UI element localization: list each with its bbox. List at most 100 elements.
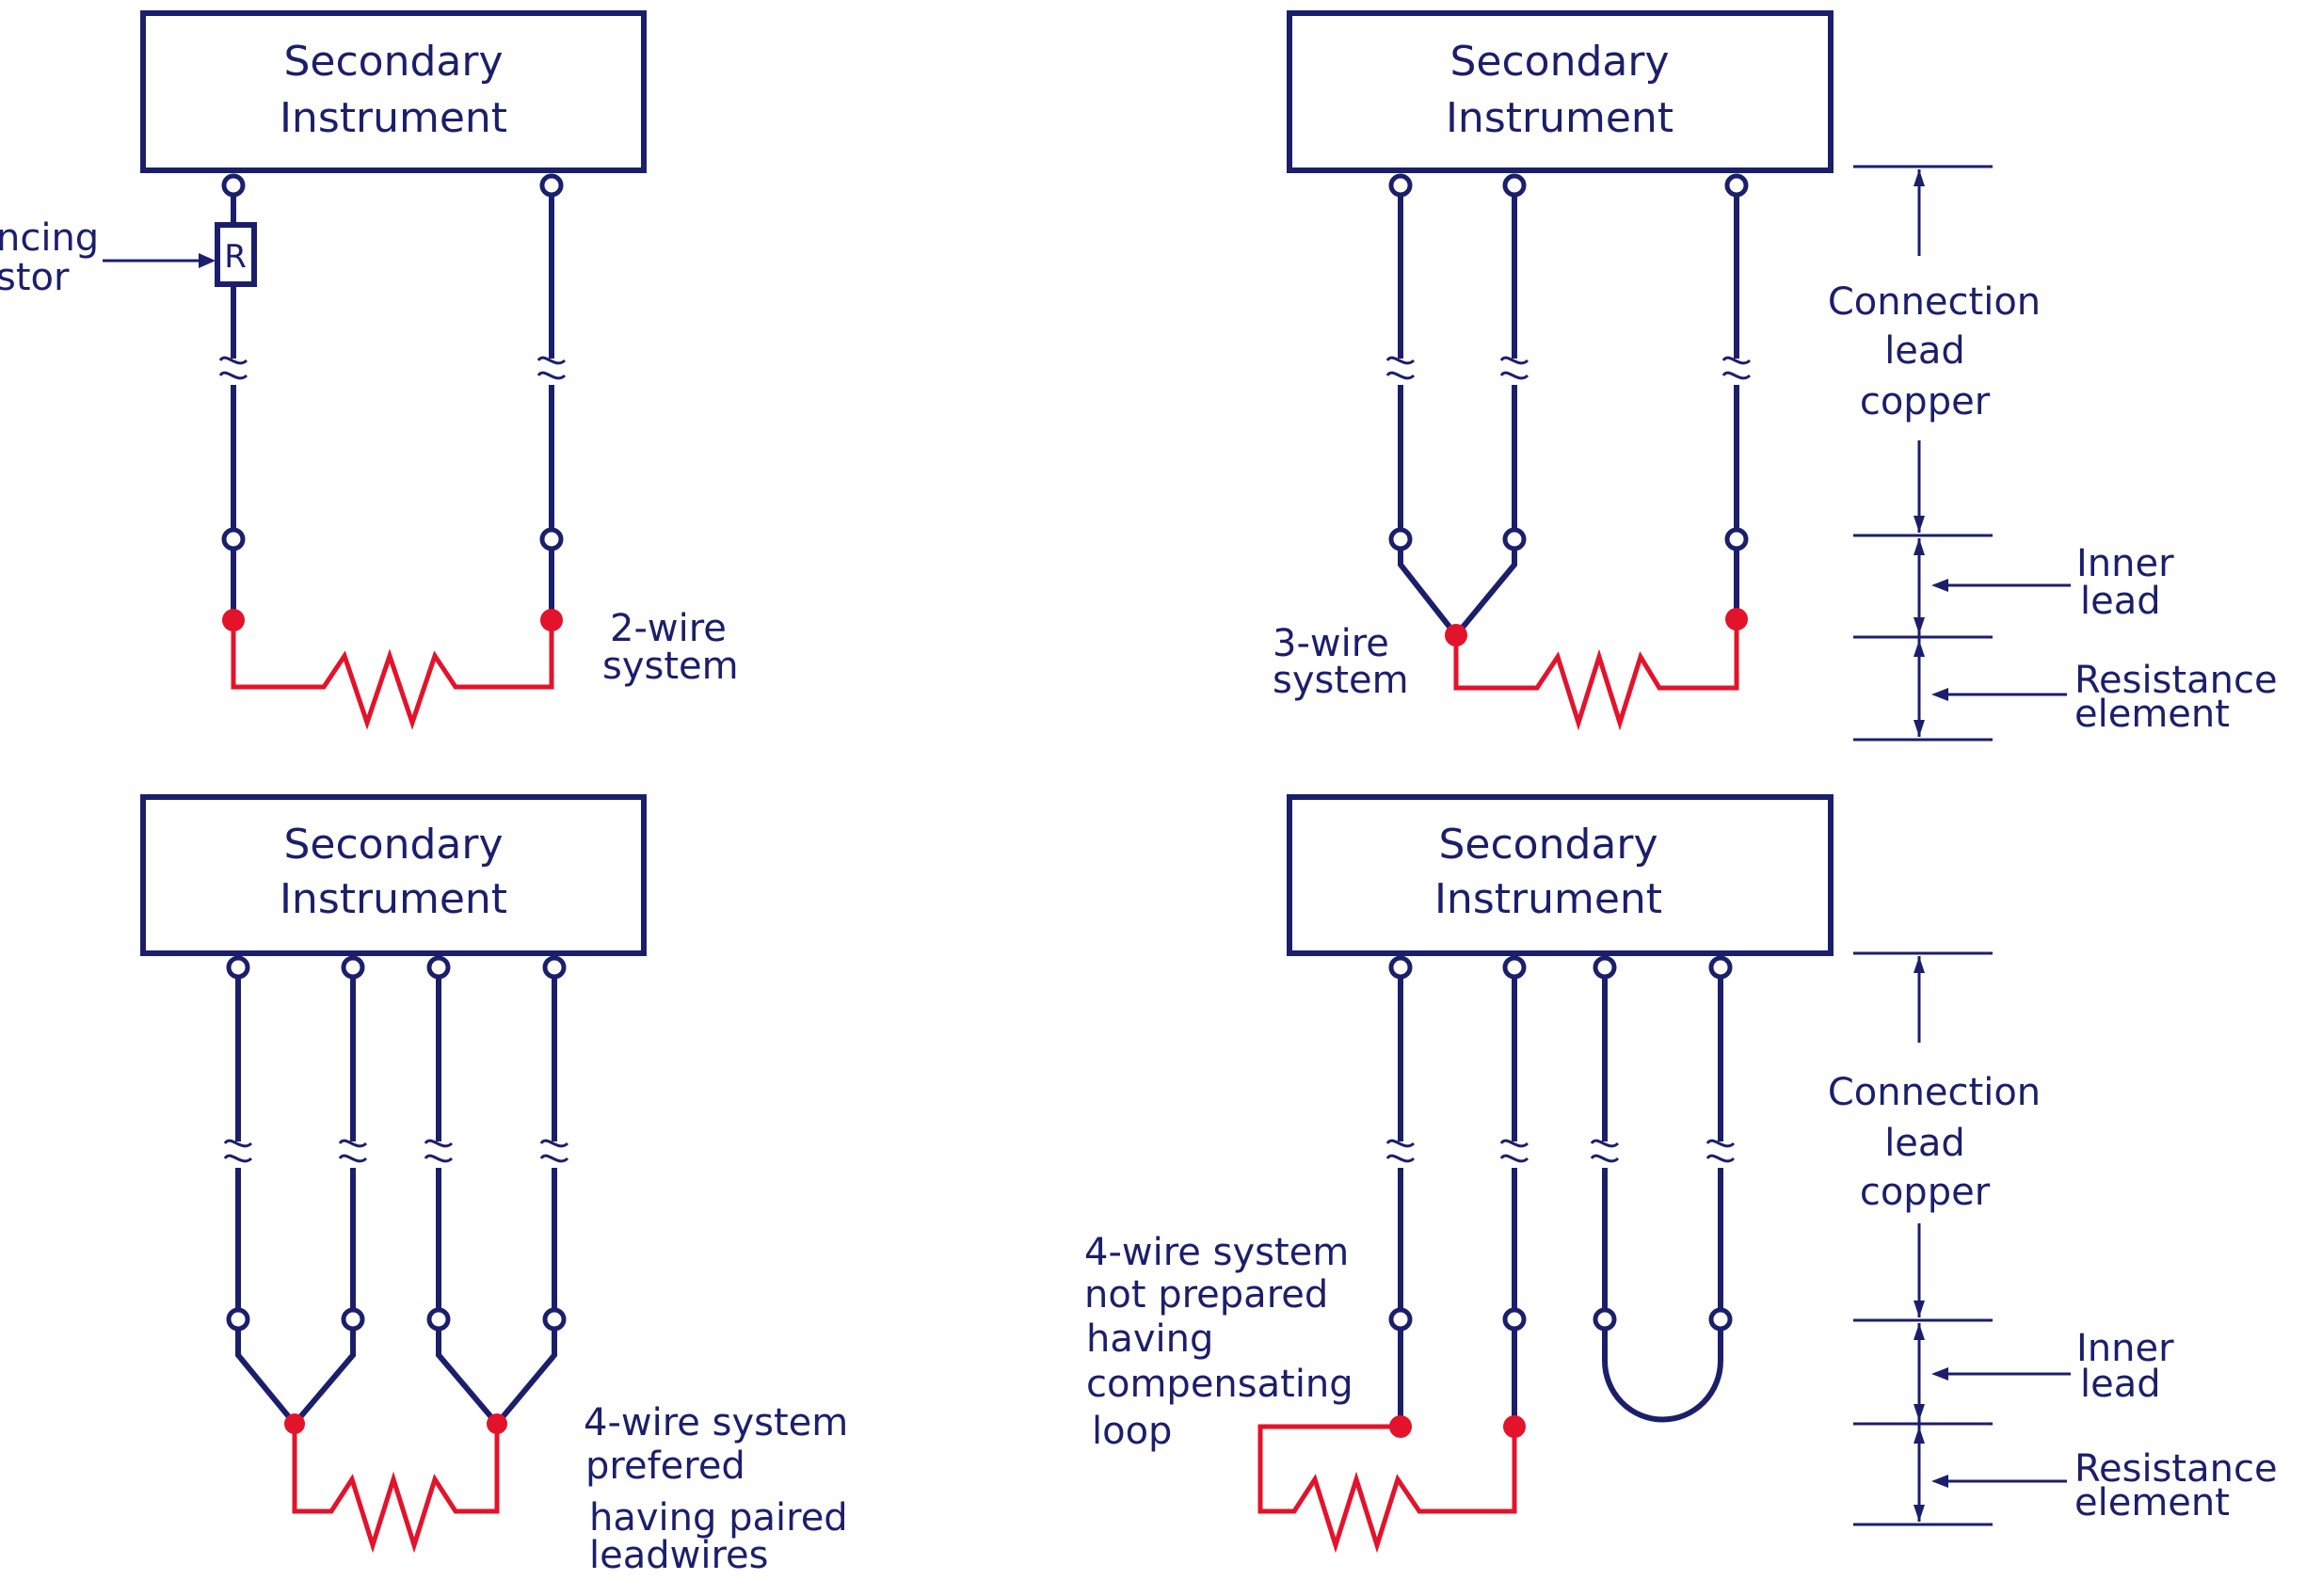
caption-line: loop (1092, 1410, 1172, 1453)
balancing-resistor-symbol: R (224, 238, 247, 276)
caption-line: 4-wire system (584, 1401, 848, 1444)
resistance-element (231, 620, 554, 730)
balancing-resistor (215, 222, 257, 287)
lead-wire-pair (235, 967, 356, 1428)
arrow-up-icon (1914, 538, 1925, 555)
arrow-down-icon (1914, 1404, 1925, 1421)
break-mark-icon (1723, 358, 1750, 385)
arrow-left-icon (1931, 1475, 1948, 1488)
resistance-element (1257, 1424, 1517, 1554)
instrument-label-line2: Instrument (280, 875, 507, 923)
secondary-instrument-box: Secondary Instrument (140, 794, 647, 956)
terminal-icon (1502, 955, 1527, 980)
arrow-down-icon (1914, 1505, 1925, 1522)
break-mark-icon (425, 1141, 452, 1168)
resistance-element (292, 1424, 500, 1554)
secondary-instrument-box: Secondary Instrument (1287, 794, 1834, 956)
junction-dot (1445, 624, 1467, 646)
balancing-resistor-label-line2: stor (0, 256, 70, 299)
lead-wire-pair (1398, 185, 1517, 640)
terminal-icon (426, 1307, 451, 1332)
terminal-icon (1502, 1307, 1527, 1332)
arrow-down-icon (1914, 720, 1925, 737)
terminal-icon (1724, 173, 1749, 198)
break-mark-icon (541, 1141, 568, 1168)
resistance-element (1453, 619, 1739, 731)
caption-line: having paired (589, 1496, 848, 1540)
break-mark-icon (225, 1141, 251, 1168)
arrow-down-icon (1914, 1301, 1925, 1317)
break-mark-icon (1387, 358, 1414, 385)
dimension-annotation: Connection lead copper Inner lead Resist… (1828, 165, 2278, 742)
junction-dot (487, 1413, 507, 1434)
caption-line: prefered (585, 1444, 745, 1488)
terminal-icon (341, 955, 365, 980)
junction-dot (1725, 608, 1748, 630)
resistance-element-label-line: Resistance (2074, 1447, 2278, 1491)
junction-dot (284, 1413, 305, 1434)
terminal-icon (221, 527, 246, 551)
terminal-icon (426, 955, 451, 980)
inner-lead-label-line: Inner (2076, 542, 2174, 585)
arrow-down-icon (1914, 617, 1925, 634)
arrow-up-icon (1914, 1323, 1925, 1340)
caption-line: 3-wire (1273, 622, 1389, 665)
instrument-label-line2: Instrument (1446, 94, 1673, 142)
instrument-label-line2: Instrument (1434, 875, 1662, 923)
panel-2-wire: Secondary Instrument R ncing stor 2-wire… (0, 10, 739, 730)
arrow-up-icon (1914, 956, 1925, 973)
resistance-element-label-line: element (2074, 693, 2230, 736)
terminal-icon (539, 173, 564, 198)
terminal-icon (1502, 173, 1527, 198)
connection-lead-label-line: copper (1860, 380, 1991, 423)
arrow-left-icon (1931, 579, 1948, 592)
arrow-up-icon (1914, 169, 1925, 186)
terminal-icon (221, 173, 246, 198)
break-mark-icon (1592, 1141, 1618, 1168)
terminal-icon (542, 1307, 567, 1332)
instrument-label-line1: Secondary (283, 821, 503, 869)
terminal-icon (1388, 527, 1413, 551)
terminal-icon (1708, 955, 1733, 980)
arrow-left-icon (1931, 1367, 1948, 1381)
break-mark-icon (1501, 1141, 1528, 1168)
balancing-resistor-label-line1: ncing (0, 216, 99, 260)
arrow-up-icon (1914, 640, 1925, 657)
connection-lead-label-line: Connection (1828, 1071, 2041, 1114)
lead-wire-pair (436, 967, 557, 1428)
caption-line: system (602, 645, 739, 688)
inner-lead-label-line: lead (2080, 1363, 2161, 1406)
caption-line: having (1086, 1317, 1213, 1361)
junction-dot (1503, 1415, 1526, 1438)
junction-dot (222, 609, 245, 631)
arrow-icon (199, 253, 216, 268)
terminal-icon (1388, 955, 1413, 980)
panel-4-wire-paired: Secondary Instrument 4-wire system prefe… (140, 794, 848, 1577)
inner-lead-label-line: lead (2080, 580, 2161, 623)
terminal-icon (1593, 1307, 1617, 1332)
instrument-label-line1: Secondary (1438, 821, 1657, 869)
terminal-icon (226, 1307, 250, 1332)
secondary-instrument-box: Secondary Instrument (140, 10, 647, 173)
break-mark-icon (220, 358, 247, 385)
secondary-instrument-box: Secondary Instrument (1287, 10, 1834, 173)
instrument-label-line2: Instrument (280, 94, 507, 142)
resistance-element-label-line: element (2074, 1481, 2230, 1524)
arrow-down-icon (1914, 516, 1925, 533)
terminal-icon (1708, 1307, 1733, 1332)
dimension-annotation: Connection lead copper Inner lead Resist… (1828, 951, 2278, 1526)
resistance-element-label-line: Resistance (2074, 659, 2278, 702)
break-mark-icon (1707, 1141, 1734, 1168)
terminal-icon (1724, 527, 1749, 551)
connection-lead-label-line: Connection (1828, 280, 2041, 324)
break-mark-icon (1501, 358, 1528, 385)
terminal-icon (1388, 1307, 1413, 1332)
connection-lead-label-line: copper (1860, 1171, 1991, 1214)
terminal-icon (226, 955, 250, 980)
connection-lead-label-line: lead (1884, 1122, 1965, 1165)
compensating-loop (1602, 967, 1723, 1423)
terminal-icon (341, 1307, 365, 1332)
break-mark-icon (1387, 1141, 1414, 1168)
terminal-icon (1593, 955, 1617, 980)
